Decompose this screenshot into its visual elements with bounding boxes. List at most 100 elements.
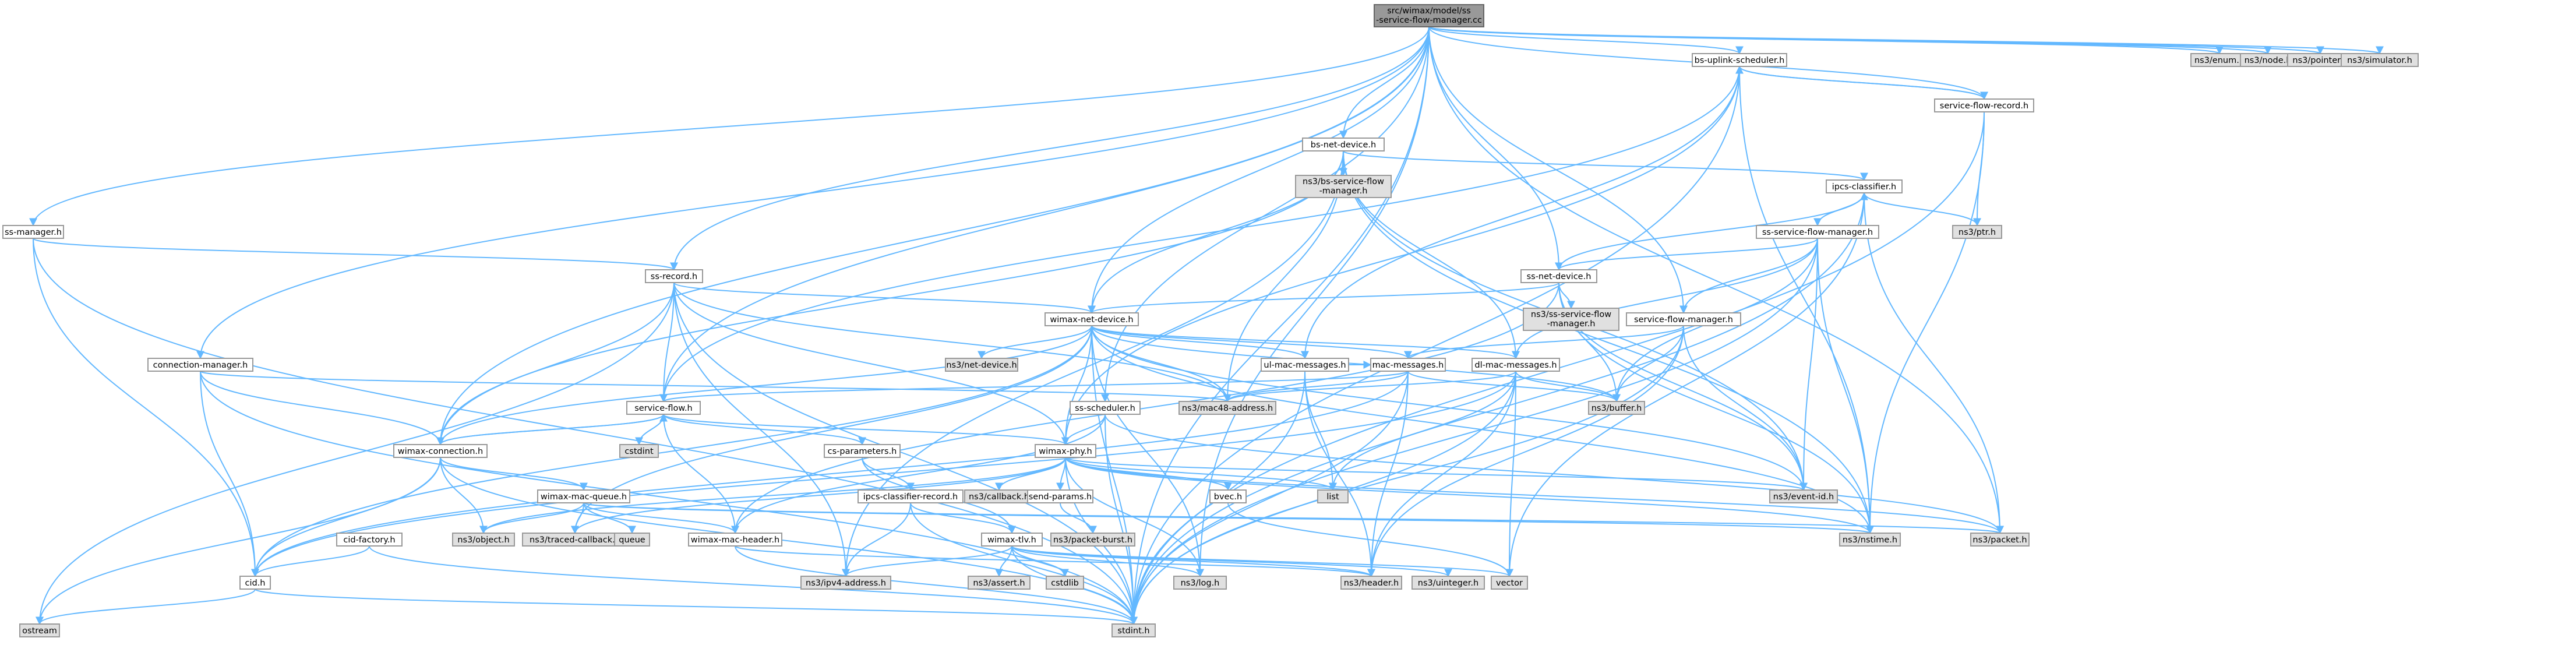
node-box — [336, 533, 403, 547]
node-wimax-mac-queue[interactable]: wimax-mac-queue.h — [537, 489, 630, 503]
node-box — [1340, 576, 1402, 590]
edge-wimax-phy-to-callback — [995, 457, 1066, 491]
node-label: ns3/bs-service-flow — [1303, 177, 1384, 186]
node-cid-factory[interactable]: cid-factory.h — [336, 533, 403, 547]
edge-bs-uplink-scheduler-to-service-flow — [659, 66, 1740, 403]
edge-connection-manager-to-wimax-connection — [200, 371, 444, 446]
edge-mac-messages-to-stdint — [1130, 371, 1409, 625]
edge-mac-messages-to-cid — [251, 371, 1409, 577]
node-box — [1769, 489, 1838, 503]
node-object: ns3/object.h — [452, 533, 515, 547]
node-bvec[interactable]: bvec.h — [1209, 489, 1247, 503]
node-ipcs-classifier-record[interactable]: ipcs-classifier-record.h — [858, 489, 964, 503]
node-label: service-flow-record.h — [1940, 101, 2028, 111]
node-bs-uplink-scheduler[interactable]: bs-uplink-scheduler.h — [1692, 53, 1787, 67]
node-label: src/wimax/model/ss — [1387, 6, 1471, 16]
edge-dl-mac-messages-to-mac48 — [1223, 371, 1516, 403]
node-label: cid-factory.h — [343, 535, 395, 545]
node-label: ss-service-flow-manager.h — [1762, 228, 1873, 237]
node-wimax-net-device[interactable]: wimax-net-device.h — [1044, 312, 1139, 326]
node-net-device: ns3/net-device.h — [945, 358, 1018, 372]
edge-root-to-simulator — [1428, 26, 2384, 55]
node-label: ostream — [22, 626, 57, 636]
node-node: ns3/node.h — [2240, 53, 2296, 67]
node-label: wimax-mac-header.h — [691, 535, 779, 545]
edge-wimax-net-device-to-dl-mac-messages — [1091, 325, 1520, 359]
node-traced-callback: ns3/traced-callback.h — [522, 533, 628, 547]
edge-ss-net-device-to-ipcs-classifier — [1558, 192, 1868, 270]
node-wimax-phy[interactable]: wimax-phy.h — [1035, 444, 1096, 458]
node-label: ns3/assert.h — [973, 579, 1025, 588]
edge-cid-to-ostream — [36, 588, 256, 625]
node-label: -manager.h — [1547, 319, 1596, 329]
node-ss-scheduler[interactable]: ss-scheduler.h — [1070, 401, 1141, 415]
node-label: ipcs-classifier.h — [1832, 182, 1897, 192]
node-vector: vector — [1491, 576, 1528, 590]
node-connection-manager[interactable]: connection-manager.h — [147, 358, 253, 372]
node-ipcs-classifier[interactable]: ipcs-classifier.h — [1826, 179, 1903, 193]
node-label: cs-parameters.h — [828, 447, 897, 456]
node-label: ipcs-classifier-record.h — [863, 492, 958, 502]
node-box — [1370, 358, 1446, 372]
node-label: ns3/ipv4-address.h — [806, 579, 886, 588]
node-box — [19, 623, 60, 637]
node-box — [1046, 576, 1084, 590]
node-label: wimax-mac-queue.h — [541, 492, 627, 502]
node-box — [824, 444, 901, 458]
node-bs-net-device[interactable]: bs-net-device.h — [1302, 138, 1385, 151]
edge-wimax-mac-queue-to-object — [479, 502, 584, 534]
edge-ss-record-to-wimax-connection — [436, 282, 675, 446]
node-label: bs-net-device.h — [1311, 140, 1376, 150]
node-ss-manager[interactable]: ss-manager.h — [2, 225, 64, 239]
node-label: cid.h — [245, 579, 265, 588]
node-cid[interactable]: cid.h — [239, 576, 271, 590]
node-service-flow-manager[interactable]: service-flow-manager.h — [1626, 312, 1741, 326]
node-box — [1111, 623, 1156, 637]
edge-ipcs-classifier-record-to-wimax-tlv — [910, 502, 1016, 534]
edge-service-flow-record-to-nstime — [1866, 111, 1985, 534]
node-label: cstdlib — [1051, 579, 1079, 588]
node-ss-net-device[interactable]: ss-net-device.h — [1520, 269, 1597, 283]
node-ul-mac-messages[interactable]: ul-mac-messages.h — [1261, 358, 1349, 372]
node-wimax-tlv[interactable]: wimax-tlv.h — [981, 533, 1043, 547]
node-service-flow-record[interactable]: service-flow-record.h — [1934, 98, 2034, 112]
edge-root-to-ss-record — [670, 26, 1430, 271]
edge-wimax-net-device-to-ul-mac-messages — [1091, 325, 1309, 359]
edge-bs-net-device-to-ipcs-classifier — [1343, 150, 1868, 181]
node-wimax-connection[interactable]: wimax-connection.h — [393, 444, 488, 458]
node-header: ns3/header.h — [1340, 576, 1402, 590]
edge-bs-uplink-scheduler-to-stdint — [1130, 66, 1740, 625]
edge-ss-record-to-ostream — [36, 282, 675, 625]
node-label: ss-scheduler.h — [1075, 404, 1135, 413]
edge-service-flow-to-wimax-phy — [663, 414, 1070, 446]
node-cs-parameters[interactable]: cs-parameters.h — [824, 444, 901, 458]
node-label: ns3/uinteger.h — [1418, 579, 1478, 588]
node-label: ns3/pointer.h — [2292, 56, 2348, 65]
edge-root-to-ss-scheduler — [1101, 26, 1430, 403]
edge-ipcs-classifier-to-ptr — [1864, 192, 1981, 227]
node-label: stdint.h — [1117, 626, 1149, 636]
node-box — [1317, 489, 1349, 503]
edge-connection-manager-to-mac48 — [200, 371, 1231, 403]
node-ss-record[interactable]: ss-record.h — [645, 269, 703, 283]
node-dl-mac-messages[interactable]: dl-mac-messages.h — [1472, 358, 1560, 372]
node-box — [645, 269, 703, 283]
node-wimax-mac-header[interactable]: wimax-mac-header.h — [688, 533, 782, 547]
edge-wimax-tlv-to-log — [1011, 545, 1204, 577]
node-send-params[interactable]: send-params.h — [1027, 489, 1093, 503]
edge-wimax-mac-queue-to-traced-callback — [571, 502, 584, 534]
node-ipv4-address: ns3/ipv4-address.h — [800, 576, 891, 590]
edge-wimax-tlv-to-vector — [1011, 545, 1513, 577]
node-mac-messages[interactable]: mac-messages.h — [1370, 358, 1446, 372]
node-label: ns3/ss-service-flow — [1531, 310, 1611, 319]
node-box — [1261, 358, 1349, 372]
edge-root-to-ss-net-device — [1428, 26, 1563, 271]
node-box — [688, 533, 782, 547]
node-ss-service-flow-manager[interactable]: ss-service-flow-manager.h — [1756, 225, 1879, 239]
edge-ss-net-device-to-wimax-net-device — [1088, 282, 1559, 314]
node-cstdint: cstdint — [619, 444, 659, 458]
node-service-flow[interactable]: service-flow.h — [626, 401, 701, 415]
node-box — [1626, 312, 1741, 326]
edge-service-flow-manager-to-mac-messages — [1404, 325, 1684, 359]
node-box — [1411, 576, 1485, 590]
